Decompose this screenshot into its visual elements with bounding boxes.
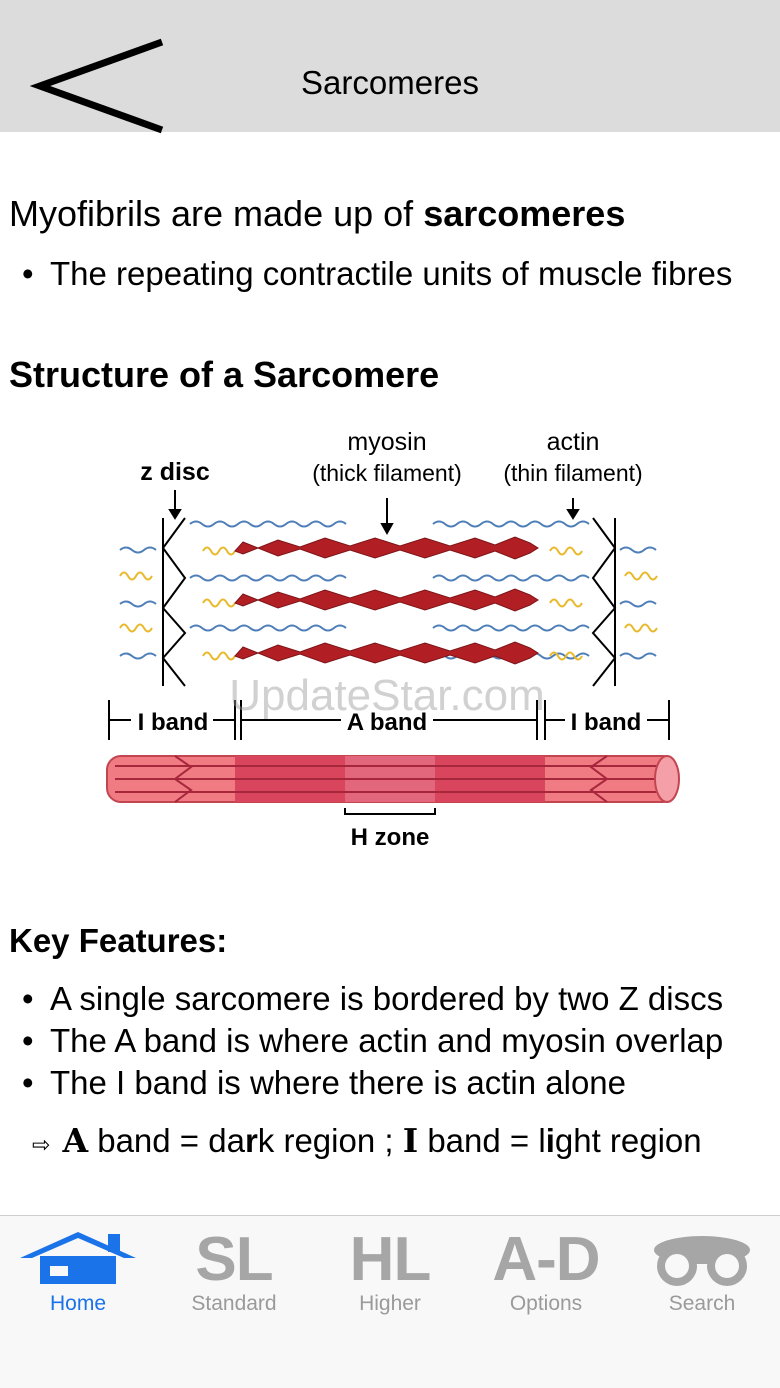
- tab-bar: Home SL Standard HL Higher A-D Options S…: [0, 1215, 780, 1388]
- back-arrow-icon[interactable]: [30, 38, 170, 134]
- hl-icon: HL: [349, 1225, 432, 1294]
- actin-sublabel: (thin filament): [503, 460, 642, 486]
- feature-item: •The I band is where there is actin alon…: [22, 1064, 627, 1101]
- binoculars-icon: [654, 1236, 750, 1286]
- intro-bullet: •The repeating contractile units of musc…: [22, 255, 733, 292]
- watermark: UpdateStar.com: [229, 671, 545, 720]
- tab-options[interactable]: A-D Options: [468, 1216, 624, 1326]
- band-summary-note: ⇨A band = dark region ; I band = light r…: [32, 1121, 702, 1160]
- myosin-sublabel: (thick filament): [312, 460, 462, 486]
- actin-label: actin: [547, 428, 600, 456]
- tab-home[interactable]: Home: [0, 1216, 156, 1326]
- tab-higher[interactable]: HL Higher: [312, 1216, 468, 1326]
- intro-text: Myofibrils are made up of sarcomeres: [9, 193, 626, 234]
- a-band-label: A band: [347, 709, 427, 736]
- feature-item: •The A band is where actin and myosin ov…: [22, 1022, 724, 1059]
- h-zone-label: H zone: [351, 824, 430, 851]
- i-band-right-label: I band: [571, 709, 642, 736]
- tab-standard[interactable]: SL Standard: [156, 1216, 312, 1326]
- i-band-left-label: I band: [138, 709, 209, 736]
- right-arrow-icon: ⇨: [32, 1132, 51, 1157]
- structure-heading: Structure of a Sarcomere: [9, 354, 440, 395]
- zdisc-label: z disc: [140, 458, 210, 486]
- sarcomere-diagram: myosin (thick filament) actin (thin fila…: [106, 428, 680, 851]
- house-icon: [20, 1232, 136, 1284]
- sl-icon: SL: [195, 1225, 273, 1294]
- key-features-heading: Key Features:: [9, 922, 228, 959]
- myosin-label: myosin: [347, 428, 426, 456]
- nav-header: Sarcomeres: [0, 0, 780, 134]
- page-title: Sarcomeres: [301, 64, 479, 101]
- tab-search[interactable]: Search: [624, 1216, 780, 1326]
- feature-item: •A single sarcomere is bordered by two Z…: [22, 980, 724, 1017]
- a-d-icon: A-D: [492, 1225, 600, 1294]
